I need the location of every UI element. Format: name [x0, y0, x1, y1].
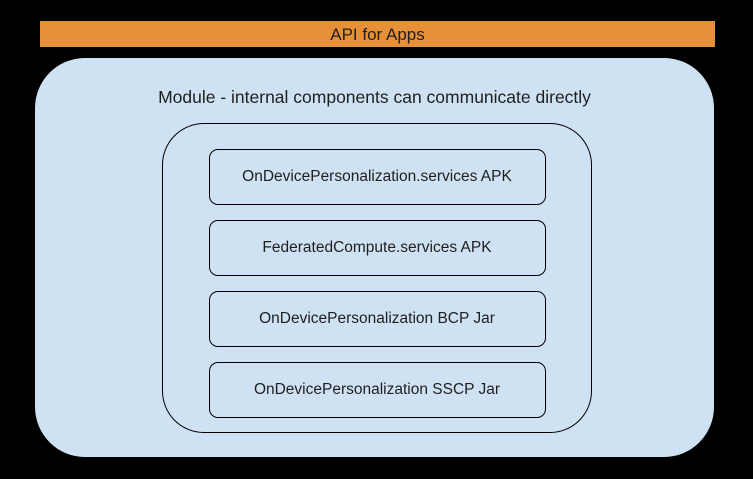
components-frame: OnDevicePersonalization.services APK Fed… [162, 123, 592, 433]
component-label: OnDevicePersonalization SSCP Jar [253, 381, 501, 399]
component-box-ondevicepersonalization-bcp-jar: OnDevicePersonalization BCP Jar [208, 291, 546, 347]
component-label: OnDevicePersonalization BCP Jar [259, 310, 495, 328]
component-label: OnDevicePersonalization.services APK [242, 168, 512, 186]
module-container: Module - internal components can communi… [35, 58, 714, 457]
component-box-federatedcompute-services-apk: FederatedCompute.services APK [208, 220, 546, 276]
api-for-apps-band: API for Apps [40, 21, 715, 47]
component-label: FederatedCompute.services APK [262, 239, 492, 257]
api-for-apps-label: API for Apps [330, 24, 425, 44]
component-box-ondevicepersonalization-sscp-jar: OnDevicePersonalization SSCP Jar [208, 362, 546, 418]
module-title: Module - internal components can communi… [158, 87, 591, 107]
component-box-ondevicepersonalization-services-apk: OnDevicePersonalization.services APK [208, 149, 546, 205]
